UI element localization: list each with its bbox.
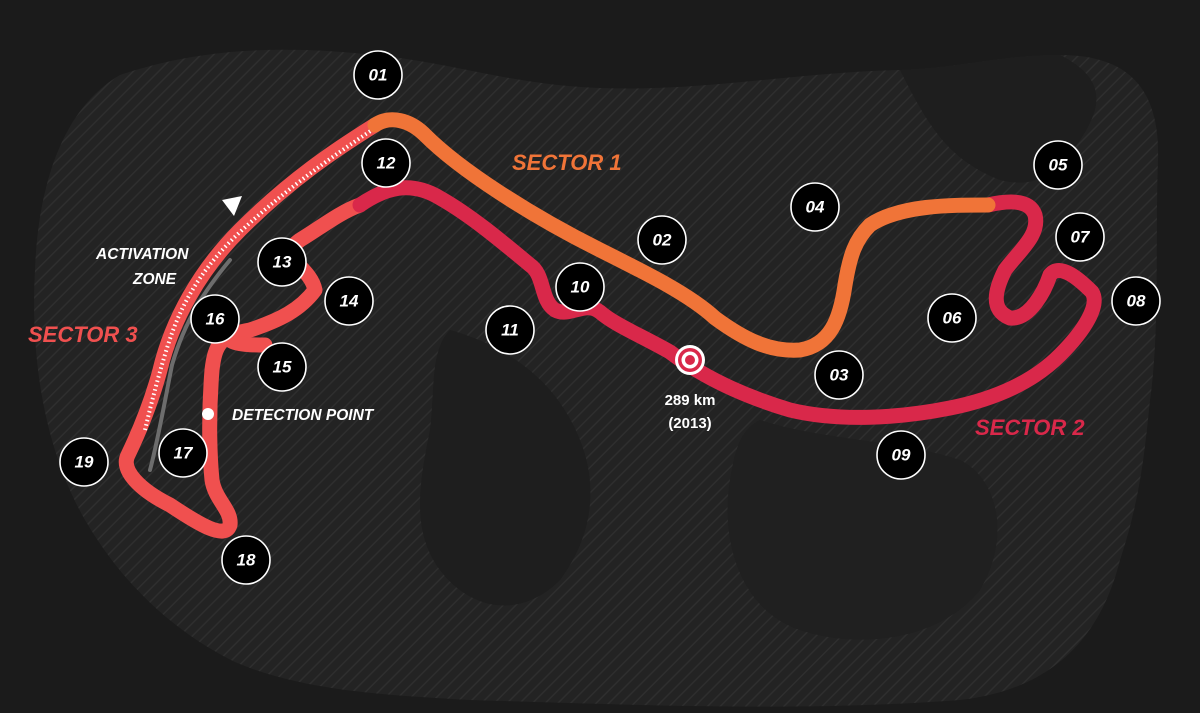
turn-marker-13: 13: [257, 237, 307, 287]
turn-marker-11: 11: [485, 305, 535, 355]
svg-text:17: 17: [174, 444, 194, 463]
svg-text:01: 01: [369, 66, 388, 85]
turn-marker-18: 18: [221, 535, 271, 585]
turn-marker-12: 12: [361, 138, 411, 188]
turn-marker-07: 07: [1055, 212, 1105, 262]
track-sector-2: [352, 180, 1102, 425]
svg-text:11: 11: [501, 321, 519, 340]
turn-marker-03: 03: [814, 350, 864, 400]
activation-zone-label-line1: ACTIVATION: [95, 246, 189, 263]
svg-text:16: 16: [206, 310, 225, 329]
svg-text:18: 18: [237, 551, 256, 570]
svg-text:08: 08: [1127, 292, 1146, 311]
turn-marker-05: 05: [1033, 140, 1083, 190]
speed-trap-year: (2013): [668, 415, 711, 432]
svg-text:02: 02: [653, 231, 672, 250]
svg-text:12: 12: [377, 154, 396, 173]
turn-marker-02: 02: [637, 215, 687, 265]
direction-arrow-icon: [222, 196, 242, 216]
turn-marker-01: 01: [353, 50, 403, 100]
pit-lane: [148, 258, 232, 472]
detection-point-dot-icon: [202, 408, 214, 420]
turn-marker-14: 14: [324, 276, 374, 326]
svg-text:05: 05: [1049, 156, 1068, 175]
harbour-area: [420, 330, 591, 606]
svg-text:14: 14: [340, 292, 359, 311]
coast-cut-2: [727, 420, 998, 640]
turn-marker-06: 06: [927, 293, 977, 343]
turn-marker-09: 09: [876, 430, 926, 480]
track-sector-1: [367, 112, 996, 358]
turn-marker-10: 10: [555, 262, 605, 312]
svg-text:06: 06: [943, 309, 962, 328]
turn-marker-08: 08: [1111, 276, 1161, 326]
sector-2-label: SECTOR 2: [975, 415, 1085, 440]
svg-text:03: 03: [830, 366, 849, 385]
sector-3-label: SECTOR 3: [28, 322, 138, 347]
svg-text:15: 15: [273, 358, 292, 377]
turn-marker-19: 19: [59, 437, 109, 487]
detection-point-label: DETECTION POINT: [232, 407, 375, 424]
svg-text:10: 10: [571, 278, 590, 297]
svg-text:09: 09: [892, 446, 911, 465]
activation-zone-dashes: [143, 128, 374, 431]
svg-text:07: 07: [1071, 228, 1091, 247]
turn-marker-16: 16: [190, 294, 240, 344]
svg-text:04: 04: [806, 198, 825, 217]
track-sector-3-connector: [222, 332, 273, 353]
svg-text:19: 19: [75, 453, 94, 472]
turn-marker-15: 15: [257, 342, 307, 392]
turn-marker-17: 17: [158, 428, 208, 478]
turn-marker-04: 04: [790, 182, 840, 232]
svg-text:13: 13: [273, 253, 292, 272]
activation-zone-label-line2: ZONE: [132, 271, 177, 288]
sector-1-label: SECTOR 1: [512, 150, 622, 175]
speed-trap-value: 289 km: [665, 392, 716, 409]
track-sector-3: [118, 117, 383, 539]
speed-trap-target-icon: [675, 345, 705, 375]
